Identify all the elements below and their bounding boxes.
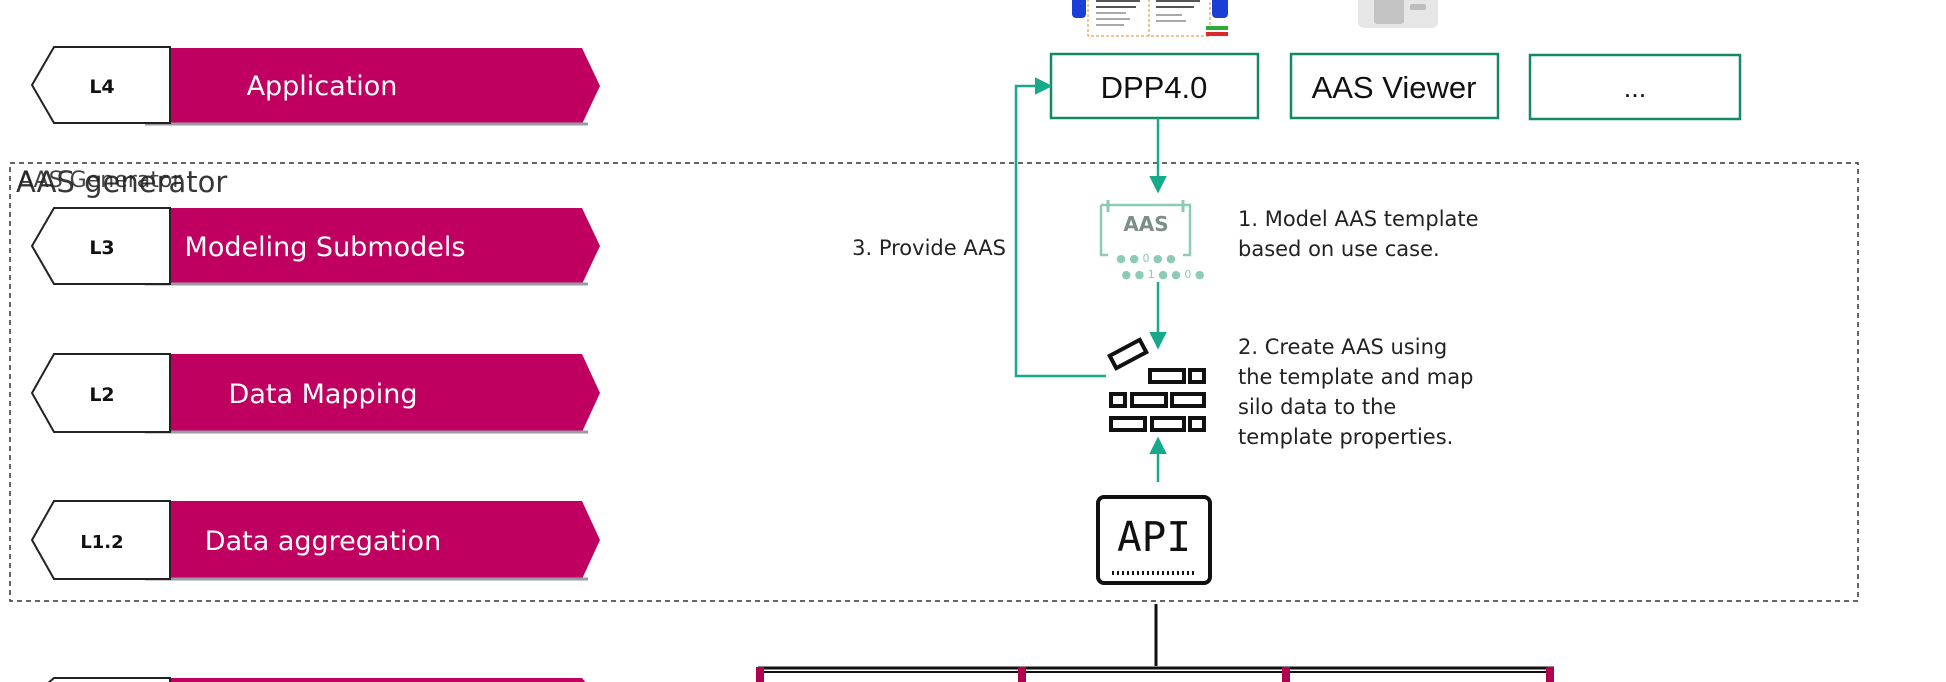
aas-template-icon: AAS ● ● 0 ● ● ● ● 1 ● ● 0 ● (1099, 200, 1205, 281)
layer-code-hexagon (30, 46, 171, 124)
app-box-label: ... (1624, 73, 1647, 103)
app-box-label: DPP4.0 (1101, 70, 1208, 105)
step-create-line4: template properties. (1238, 425, 1453, 449)
app-box-dpp[interactable]: DPP4.0 (1049, 52, 1260, 120)
api-icon: API (1096, 495, 1212, 585)
dpp-thumbnail-image (1072, 0, 1228, 37)
aas-icon-bits: ● ● 0 ● ● (1116, 252, 1175, 265)
layer-label: Data Mapping (229, 379, 418, 410)
step-model-line2: based on use case. (1238, 237, 1440, 261)
layer-label: Data aggregation (205, 526, 441, 557)
layer-band-partial (47, 677, 586, 682)
layer-label: Application (247, 71, 398, 102)
layer-label: Modeling Submodels (185, 232, 466, 263)
aas-icon-bits-row2: ● ● 1 ● ● 0 ● (1122, 268, 1205, 281)
silo-connector-tree (756, 604, 1554, 682)
step-model-line1: 1. Model AAS template (1238, 207, 1479, 231)
layer-code-hexagon (30, 500, 171, 580)
build-bricks-icon (1106, 337, 1206, 432)
step-create-line1: 2. Create AAS using (1238, 335, 1447, 359)
layer-band-l4: L4 Application (30, 46, 600, 126)
layer-band-l1-2: L1.2 Data aggregation (30, 500, 600, 581)
app-box-label: AAS Viewer (1312, 70, 1477, 105)
layer-code: L4 (89, 76, 114, 98)
step-create-line2: the template and map (1238, 365, 1473, 389)
layer-code: L1.2 (80, 532, 123, 553)
generator-title: AAS Generator (18, 168, 182, 193)
step-provide-label: 3. Provide AAS (852, 236, 1006, 260)
viewer-thumbnail-image (1358, 0, 1438, 28)
layer-code-hexagon (30, 353, 171, 433)
layer-code-hexagon (30, 207, 171, 285)
arrow-provide-aas (1014, 77, 1106, 378)
layer-band-l3: L3 Modeling Submodels (30, 207, 600, 286)
aas-icon-label: AAS (1123, 212, 1168, 236)
layer-code: L3 (89, 237, 114, 259)
layer-code: L2 (89, 384, 114, 406)
app-box-more[interactable]: ... (1528, 53, 1742, 121)
api-icon-label: API (1117, 513, 1191, 561)
app-box-aas-viewer[interactable]: AAS Viewer (1289, 52, 1500, 120)
layer-band-l2: L2 Data Mapping (30, 353, 600, 434)
generator-title-ghost: AAS generator (16, 165, 227, 199)
step-create-line3: silo data to the (1238, 395, 1396, 419)
